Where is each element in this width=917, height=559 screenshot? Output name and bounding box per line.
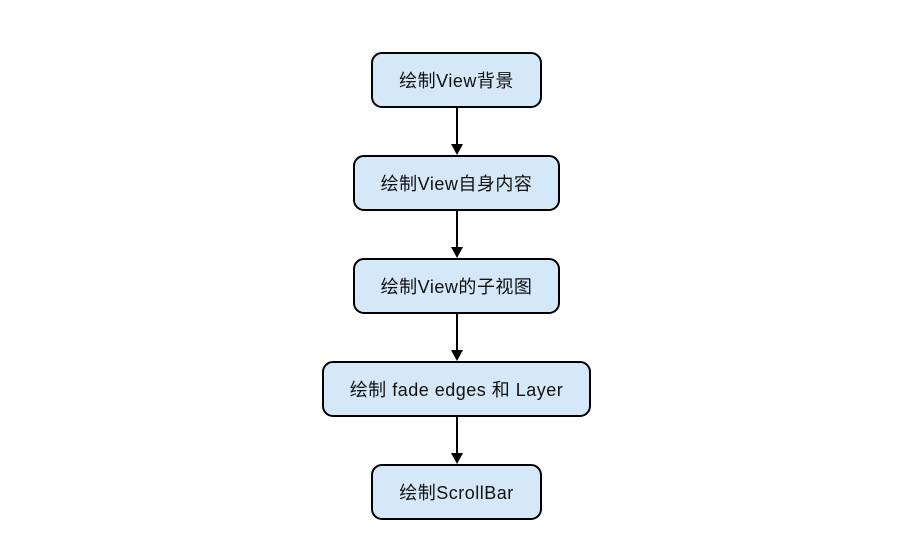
arrow-head bbox=[450, 144, 463, 155]
flowchart-column: 绘制View背景 绘制View自身内容 绘制View的子视图 绘制 fade e… bbox=[0, 52, 913, 520]
arrow-stem bbox=[455, 211, 458, 247]
arrow-head bbox=[450, 247, 463, 258]
arrow-down-icon bbox=[450, 108, 463, 155]
flow-node-draw-view-children: 绘制View的子视图 bbox=[352, 258, 561, 314]
arrow-stem bbox=[455, 417, 458, 453]
flow-node-label: 绘制 fade edges 和 Layer bbox=[349, 380, 564, 400]
arrow-stem bbox=[455, 314, 458, 350]
flow-node-draw-view-background: 绘制View背景 bbox=[371, 52, 542, 108]
arrow-head bbox=[450, 350, 463, 361]
flow-node-draw-scrollbar: 绘制ScrollBar bbox=[371, 464, 542, 520]
flow-node-draw-view-own-content: 绘制View自身内容 bbox=[352, 155, 561, 211]
flow-node-label: 绘制View背景 bbox=[399, 71, 514, 91]
arrow-down-icon bbox=[450, 314, 463, 361]
arrow-head bbox=[450, 453, 463, 464]
flow-node-draw-fade-edges-and-layer: 绘制 fade edges 和 Layer bbox=[321, 361, 592, 417]
flow-node-label: 绘制View的子视图 bbox=[380, 277, 533, 297]
arrow-stem bbox=[455, 108, 458, 144]
flow-node-label: 绘制ScrollBar bbox=[399, 483, 514, 503]
arrow-down-icon bbox=[450, 417, 463, 464]
arrow-down-icon bbox=[450, 211, 463, 258]
flow-node-label: 绘制View自身内容 bbox=[380, 174, 533, 194]
